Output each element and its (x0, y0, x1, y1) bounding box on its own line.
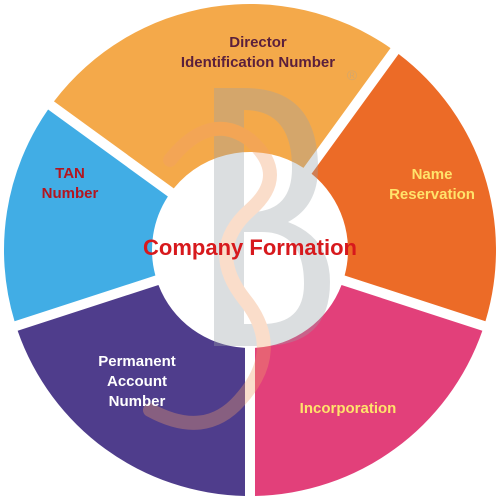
watermark-swirl (143, 121, 277, 430)
label-line: Permanent (98, 353, 176, 370)
watermark-logo: ® (143, 67, 358, 430)
label-line: TAN (55, 165, 85, 182)
label-line: Number (109, 393, 166, 410)
label-line: Incorporation (300, 400, 397, 417)
label-tan-number: TAN Number (42, 165, 99, 202)
label-line: Number (42, 185, 99, 202)
segment-tan-number (3, 109, 168, 322)
label-line: Director (229, 34, 287, 51)
segment-director-identification-number (53, 3, 391, 189)
segment-incorporation (254, 284, 483, 496)
center-circle (154, 154, 346, 346)
segment-permanent-account-number (17, 284, 246, 496)
label-line: Reservation (389, 186, 475, 203)
label-incorporation: Incorporation (300, 400, 397, 417)
registered-mark: ® (347, 67, 358, 83)
watermark-letter-b (214, 88, 330, 346)
center-title: Company Formation (143, 235, 357, 260)
segment-name-reservation (311, 53, 496, 322)
label-line: Identification Number (181, 54, 335, 71)
label-line: Account (107, 373, 167, 390)
label-line: Name (412, 166, 453, 183)
ring-segments (3, 3, 496, 496)
